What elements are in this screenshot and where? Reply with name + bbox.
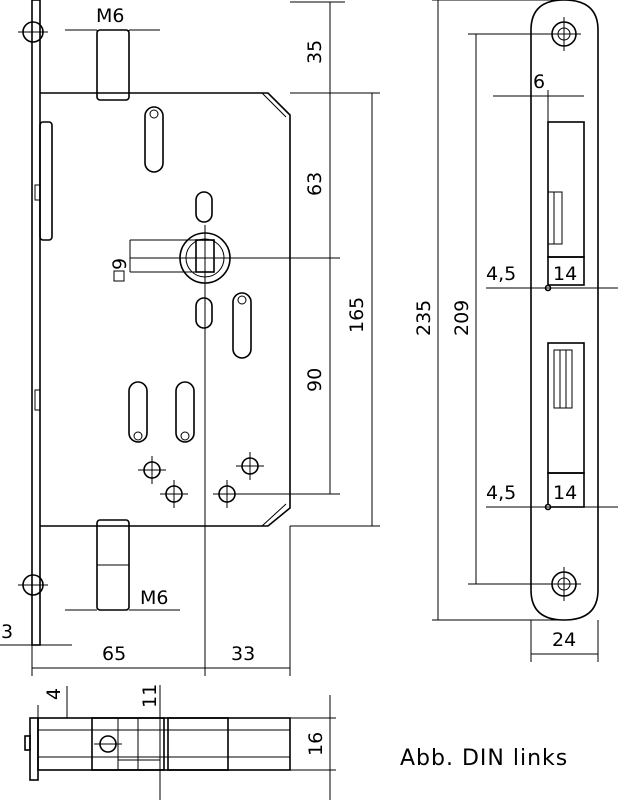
dim-14-top: 14	[553, 263, 577, 285]
forend-screw-top	[18, 21, 48, 43]
faceplate-outline	[530, 0, 599, 621]
faceplate-dimensions: 235 209 6 4,5 14 4,5 14 24	[413, 0, 618, 662]
faceplate-screw-top	[547, 17, 581, 51]
dim-90: 90	[304, 368, 326, 392]
dim-4-5-bottom: 4,5	[486, 482, 516, 504]
square-symbol	[113, 270, 125, 282]
lock-side-view	[24, 717, 291, 781]
dim-3: 3	[1, 621, 13, 643]
slot-bottom-left	[128, 381, 148, 443]
slot-right	[232, 292, 252, 359]
dim-m6-bottom: M6	[140, 587, 168, 609]
dim-35: 35	[304, 40, 326, 64]
dim-4-5-top: 4,5	[486, 263, 516, 285]
lock-case-outline	[40, 92, 291, 527]
forend-slot-top	[39, 121, 53, 241]
dim-209: 209	[451, 300, 473, 336]
crosshair-hole-4	[236, 452, 264, 480]
top-mounting-lug	[96, 29, 130, 101]
slot-upper	[144, 106, 164, 173]
slot-bottom-middle	[175, 381, 195, 443]
lock-body-front-view	[18, 0, 291, 646]
dim-9: 9	[109, 258, 131, 270]
dim-65: 65	[102, 643, 126, 665]
front-view-dimensions: M6 35 63 90 165 9 M6 3	[0, 1, 380, 676]
dim-24: 24	[552, 629, 576, 651]
dim-14-bottom: 14	[553, 482, 577, 504]
side-spindle	[94, 735, 122, 753]
side-forend	[29, 717, 39, 781]
oval-hole-upper	[195, 191, 213, 223]
dim-63: 63	[304, 172, 326, 196]
dim-16: 16	[305, 732, 327, 756]
dim-m6-top: M6	[96, 5, 124, 27]
lock-forend-strip	[31, 0, 41, 646]
dim-235: 235	[413, 300, 435, 336]
forend-screw-bottom	[18, 574, 48, 596]
dim-33: 33	[231, 643, 255, 665]
dim-4: 4	[43, 688, 65, 700]
side-view-dimensions: 4 11 16	[37, 684, 336, 800]
crosshair-hole-2	[160, 480, 188, 508]
spindle-follower	[130, 225, 280, 292]
faceplate-view	[530, 0, 599, 621]
dim-11: 11	[139, 684, 161, 708]
dim-6: 6	[533, 71, 545, 93]
drawing-caption: Abb. DIN links	[400, 746, 568, 771]
dim-165: 165	[346, 297, 368, 333]
crosshair-hole-1	[138, 456, 166, 484]
oval-hole-lower	[195, 297, 213, 329]
faceplate-screw-bottom	[547, 567, 581, 601]
latch-opening	[547, 121, 585, 286]
crosshair-hole-3	[213, 480, 241, 508]
